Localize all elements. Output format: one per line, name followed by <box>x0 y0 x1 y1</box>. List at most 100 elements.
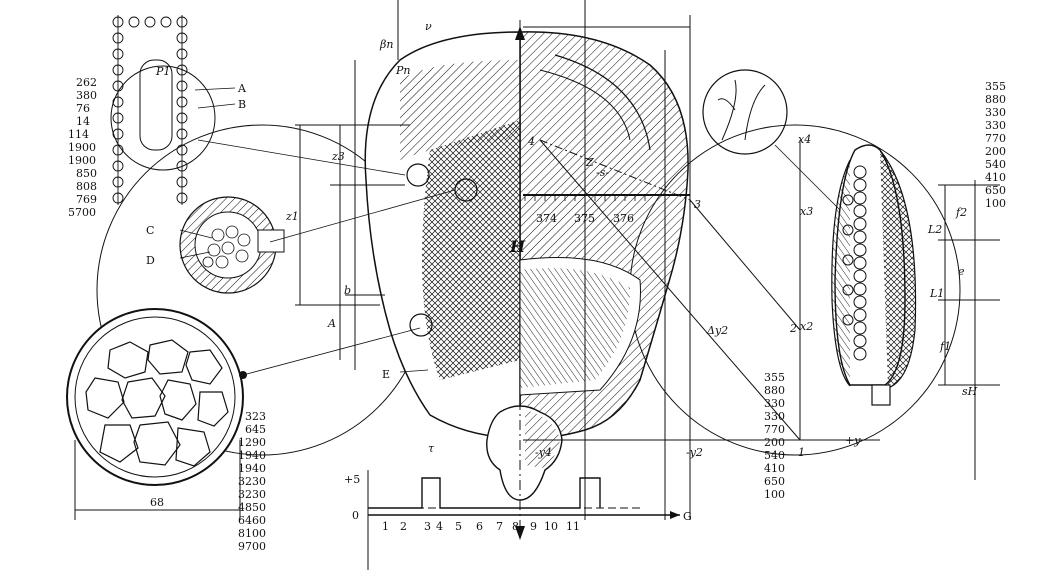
right-bottom-value: 200 <box>764 436 785 449</box>
label-x3: x3 <box>800 205 813 218</box>
left-bottom-value: 9700 <box>238 540 266 553</box>
axis-tick: 9 <box>530 520 537 533</box>
left-bottom-value: 6460 <box>238 514 266 527</box>
left-bottom-value: 645 <box>245 423 266 436</box>
right-top-value: 330 <box>985 106 1006 119</box>
label-point-1: 1 <box>798 446 805 459</box>
scale-tick-label: 375 <box>574 212 595 225</box>
right-bottom-value: 880 <box>764 384 785 397</box>
scale-tick-label: 376 <box>613 212 634 225</box>
label-z1: z1 <box>285 210 299 223</box>
axis-plus5: +5 <box>344 473 360 486</box>
left-number-column-bottom: 323 645 1290 1940 1940 3230 3230 4850 64… <box>238 410 266 553</box>
right-top-value: 650 <box>985 184 1006 197</box>
dimension-lines <box>74 0 1000 520</box>
right-bottom-value: 100 <box>764 488 785 501</box>
label-x2: x2 <box>800 320 813 333</box>
axis-tick: 10 <box>544 520 558 533</box>
right-bottom-value: 410 <box>764 462 785 475</box>
axis-tick: 3 <box>424 520 431 533</box>
right-bottom-value: 355 <box>764 371 785 384</box>
right-top-value: 330 <box>985 119 1006 132</box>
protein-label: P1 <box>155 65 170 78</box>
axis-tick: 7 <box>496 520 503 533</box>
pulse-graph: 0 +5 G τ 1 2 3 4 5 6 7 8 9 10 11 <box>344 442 692 570</box>
label-e: e <box>958 265 965 278</box>
label-neg-y2: -y2 <box>686 446 703 459</box>
label-f1: f1 <box>939 340 951 353</box>
corn-cob: L2 L1 f2 e f1 sH <box>702 69 978 406</box>
axis-tick: 1 <box>382 520 389 533</box>
left-bottom-value: 323 <box>245 410 266 423</box>
left-top-value: 5700 <box>68 206 96 219</box>
label-delta-y2: Δy2 <box>706 324 728 337</box>
callout-d: D <box>146 254 155 267</box>
axis-tick: 11 <box>566 520 580 533</box>
right-top-value: 410 <box>985 171 1006 184</box>
label-sh: sH <box>962 385 978 398</box>
right-top-value: 200 <box>985 145 1006 158</box>
label-z: Z <box>585 156 594 169</box>
left-top-value: 769 <box>76 193 97 206</box>
label-x4: x4 <box>798 133 811 146</box>
axis-tick: 2 <box>400 520 407 533</box>
geometry-labels: Z -s- 4 3 2 1 x4 x3 x2 +y Δy2 -y2 -y4 ν … <box>285 20 861 459</box>
right-top-value: 880 <box>985 93 1006 106</box>
measurement-scale: 374 375 376 <box>524 195 646 225</box>
right-number-column-top: 355 880 330 330 770 200 540 410 650 100 <box>985 80 1006 210</box>
tissue-section: 68 <box>66 308 421 509</box>
right-top-value: 770 <box>985 132 1006 145</box>
right-bottom-value: 540 <box>764 449 785 462</box>
left-top-value: 1900 <box>68 141 96 154</box>
axis-end-label: G <box>683 510 692 523</box>
callout-e: E <box>382 368 390 381</box>
callout-a: A <box>237 82 247 95</box>
label-neg-y4: -y4 <box>535 446 552 459</box>
left-top-value: 380 <box>76 89 97 102</box>
right-top-value: 540 <box>985 158 1006 171</box>
left-bottom-value: 1940 <box>238 449 266 462</box>
label-z3: z3 <box>331 150 345 163</box>
seed-body <box>364 31 689 501</box>
right-bottom-value: 650 <box>764 475 785 488</box>
right-bottom-value: 770 <box>764 423 785 436</box>
callout-c: C <box>146 224 154 237</box>
label-f2: f2 <box>955 206 967 219</box>
dimension-68: 68 <box>150 496 164 509</box>
label-l1: L1 <box>929 287 944 300</box>
left-top-value: 808 <box>76 180 97 193</box>
left-top-value: 1900 <box>68 154 96 167</box>
left-top-value: 850 <box>76 167 97 180</box>
axis-tick: 8 <box>512 520 519 533</box>
label-pn: Pn <box>395 64 411 77</box>
axis-tick: 6 <box>476 520 483 533</box>
label-nu: ν <box>425 20 432 33</box>
label-s: -s- <box>596 166 609 179</box>
axis-tick: 5 <box>455 520 462 533</box>
callout-b: B <box>238 98 246 111</box>
right-bottom-value: 330 <box>764 397 785 410</box>
membrane-diagram: P1 A B <box>110 15 406 205</box>
label-l2: L2 <box>927 223 942 236</box>
label-point-3: 3 <box>694 198 701 211</box>
left-bottom-value: 1940 <box>238 462 266 475</box>
right-top-value: 100 <box>985 197 1006 210</box>
scale-tick-label: 374 <box>536 212 557 225</box>
right-top-value: 355 <box>985 80 1006 93</box>
center-label: H <box>509 237 526 256</box>
left-bottom-value: 1290 <box>238 436 266 449</box>
label-point-4: 4 <box>527 135 535 148</box>
right-number-column-bottom: 355 880 330 330 770 200 540 410 650 100 <box>764 371 785 501</box>
tau-label: τ <box>428 442 435 455</box>
left-number-column-top: 262 380 76 14 114 1900 1900 850 808 769 … <box>68 76 97 219</box>
left-bottom-value: 3230 <box>238 475 266 488</box>
label-point-2: 2 <box>789 322 797 335</box>
left-bottom-value: 3230 <box>238 488 266 501</box>
cell-section: C D <box>146 189 456 294</box>
label-beta-n: βn <box>379 38 393 51</box>
label-b: b <box>344 284 351 297</box>
left-top-value: 76 <box>76 102 90 115</box>
left-top-value: 114 <box>68 128 89 141</box>
